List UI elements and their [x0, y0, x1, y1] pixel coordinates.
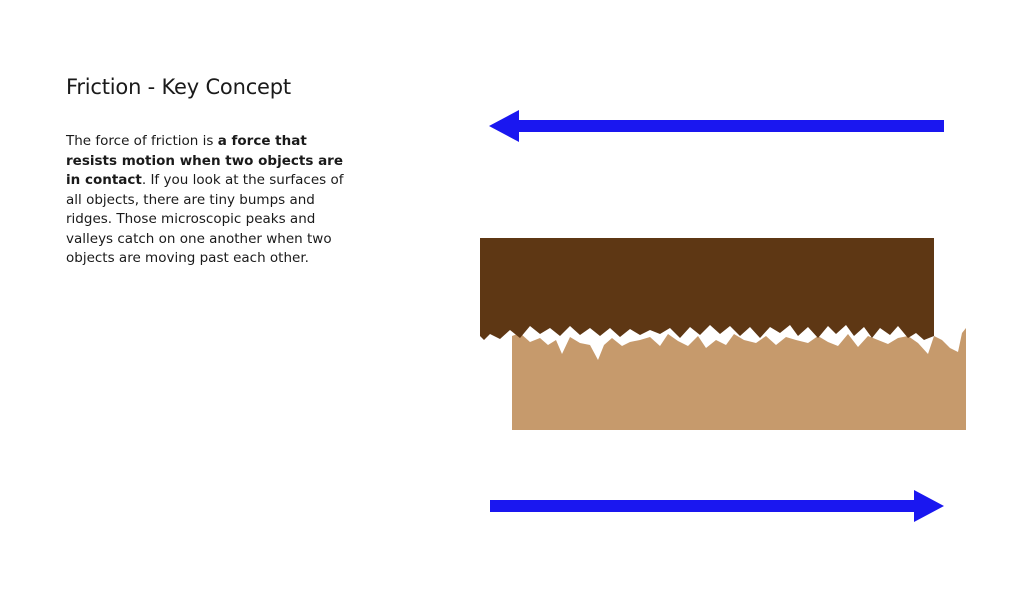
friction-description: The force of friction is a force that re…	[66, 132, 356, 269]
bottom-arrow-shaft	[490, 500, 920, 512]
right-arrow-icon	[490, 490, 944, 522]
bottom-arrow-head	[914, 490, 944, 522]
description-intro: The force of friction is	[66, 133, 218, 149]
top-block	[480, 238, 934, 340]
description-emphasis: a force that resists motion when two obj…	[66, 133, 343, 188]
friction-diagram	[480, 110, 966, 522]
left-arrow-icon	[489, 110, 944, 142]
description-rest: . If you look at the surfaces of all obj…	[66, 172, 344, 266]
top-arrow-head	[489, 110, 519, 142]
bottom-block	[512, 328, 966, 430]
page-title: Friction - Key Concept	[66, 75, 291, 99]
top-arrow-shaft	[515, 120, 944, 132]
